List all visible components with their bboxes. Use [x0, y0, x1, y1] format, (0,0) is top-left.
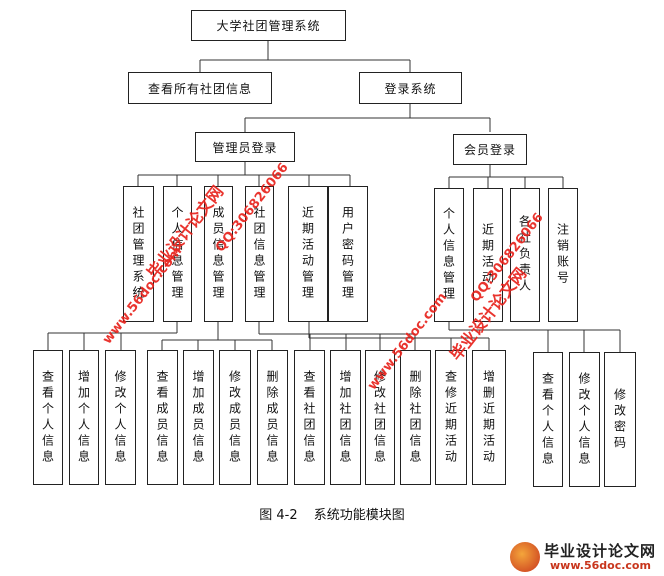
- leaf-view-personal-info: 查看个人信息: [33, 350, 63, 485]
- leaf-view-club-info: 查看社团信息: [294, 350, 325, 485]
- leaf-label: 查修近期活动: [443, 369, 458, 466]
- admin-module-club-system: 社团管理系统: [123, 186, 154, 322]
- leaf-query-recent-activity: 查修近期活动: [435, 350, 467, 485]
- leaf-label: 修改成员信息: [227, 369, 242, 466]
- leaf-label: 删除社团信息: [408, 369, 422, 466]
- admin-module-recent-activity-label: 近期活动管理: [300, 206, 315, 302]
- leaf-label: 修改社团信息: [372, 369, 387, 466]
- member-module-recent-activity-label: 近期活动: [480, 223, 495, 287]
- admin-module-member-info: 成员信息管理: [204, 186, 233, 322]
- leaf-delete-club-info: 删除社团信息: [400, 350, 431, 485]
- admin-module-member-info-label: 成员信息管理: [211, 206, 225, 302]
- logo-mark-icon: [510, 542, 540, 572]
- leaf-add-personal-info: 增加个人信息: [69, 350, 99, 485]
- leaf-label: 删除成员信息: [265, 369, 279, 466]
- node-login-system: 登录系统: [359, 72, 462, 104]
- leaf-add-member-info: 增加成员信息: [183, 350, 214, 485]
- leaf-label: 查看社团信息: [302, 369, 316, 466]
- logo-name: 毕业设计论文网: [544, 542, 657, 560]
- leaf-delete-member-info: 删除成员信息: [257, 350, 288, 485]
- leaf-edit-personal-info: 修改个人信息: [105, 350, 136, 485]
- leaf-label: 增删近期活动: [481, 369, 496, 466]
- leaf-label: 增加社团信息: [338, 369, 352, 466]
- leaf-edit-member-info: 修改成员信息: [219, 350, 251, 485]
- leaf-add-club-info: 增加社团信息: [330, 350, 361, 485]
- leaf-label: 修改个人信息: [113, 369, 127, 466]
- figure-number: 图 4-2: [259, 508, 298, 523]
- member-module-club-leaders-label: 各社负责人: [517, 215, 532, 295]
- node-member-login-label: 会员登录: [463, 143, 516, 157]
- figure-caption: 图 4-2 系统功能模块图: [0, 504, 664, 523]
- member-module-personal-info: 个人信息管理: [434, 188, 464, 322]
- logo-url: www.56doc.com: [550, 559, 651, 572]
- node-view-all-clubs: 查看所有社团信息: [128, 72, 272, 104]
- leaf-label: 查看个人信息: [40, 369, 55, 466]
- leaf-member-edit-personal-info: 修改个人信息: [569, 352, 600, 487]
- leaf-change-password: 修改密码: [604, 352, 636, 487]
- admin-module-club-info: 社团信息管理: [245, 186, 274, 322]
- member-module-personal-info-label: 个人信息管理: [441, 207, 456, 303]
- node-admin-login: 管理员登录: [195, 132, 295, 162]
- node-member-login: 会员登录: [453, 134, 527, 165]
- node-view-all-clubs-label: 查看所有社团信息: [147, 81, 252, 96]
- leaf-label: 增加成员信息: [191, 369, 205, 466]
- admin-module-password: 用户密码管理: [328, 186, 368, 322]
- site-logo: 毕业设计论文网 www.56doc.com: [510, 538, 660, 574]
- leaf-label: 修改个人信息: [577, 371, 591, 468]
- leaf-member-view-personal-info: 查看个人信息: [533, 352, 563, 487]
- leaf-view-member-info: 查看成员信息: [147, 350, 178, 485]
- figure-title: 系统功能模块图: [313, 508, 405, 523]
- leaf-label: 增加个人信息: [76, 369, 91, 466]
- admin-module-club-system-label: 社团管理系统: [131, 206, 145, 302]
- admin-module-personal-info: 个人信息管理: [163, 186, 192, 322]
- member-module-recent-activity: 近期活动: [473, 188, 503, 322]
- leaf-edit-club-info: 修改社团信息: [365, 350, 395, 485]
- member-module-cancel-account-label: 注销账号: [555, 223, 570, 287]
- admin-module-password-label: 用户密码管理: [340, 206, 355, 302]
- root-node: 大学社团管理系统: [191, 10, 346, 41]
- admin-module-personal-info-label: 个人信息管理: [170, 206, 184, 302]
- node-login-system-label: 登录系统: [384, 81, 437, 96]
- member-module-club-leaders: 各社负责人: [510, 188, 540, 322]
- admin-module-club-info-label: 社团信息管理: [252, 206, 266, 302]
- leaf-label: 修改密码: [612, 387, 627, 452]
- leaf-add-delete-recent-activity: 增删近期活动: [472, 350, 506, 485]
- admin-module-recent-activity: 近期活动管理: [288, 186, 328, 322]
- node-admin-login-label: 管理员登录: [212, 140, 278, 155]
- leaf-label: 查看个人信息: [540, 371, 555, 468]
- root-label: 大学社团管理系统: [216, 19, 321, 33]
- member-module-cancel-account: 注销账号: [548, 188, 578, 322]
- leaf-label: 查看成员信息: [155, 369, 169, 466]
